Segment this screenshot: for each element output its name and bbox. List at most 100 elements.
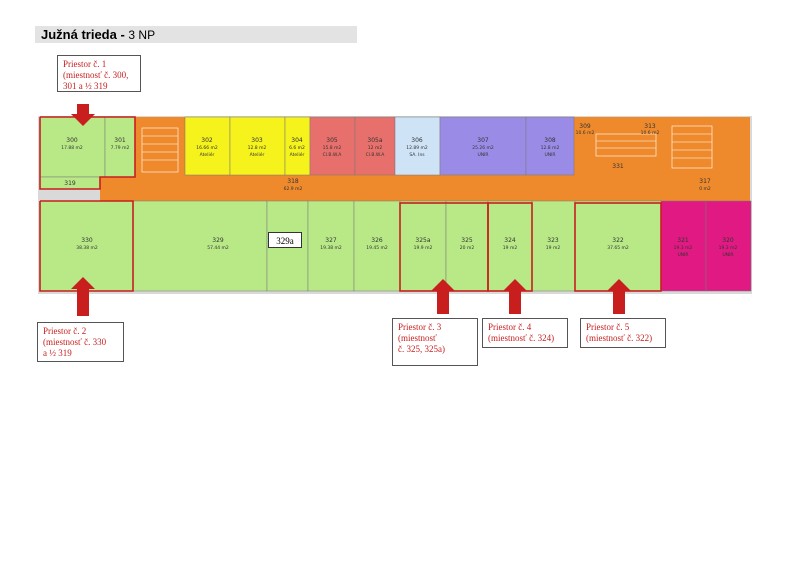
room-330-num: 330 [81, 237, 93, 244]
room-318-num: 318 [287, 178, 299, 185]
room-307-area: 25.26 m2 [472, 145, 494, 151]
label-priestor-4: Priestor č. 4 (miestnosť č. 324) [482, 318, 568, 348]
room-324-num: 324 [504, 237, 516, 244]
room-302 [184, 116, 231, 176]
room-325-area: 20 m2 [460, 245, 475, 251]
room-330-area: 38.38 m2 [76, 245, 98, 251]
stair-hall-right [574, 117, 750, 177]
room-300-area: 17.88 m2 [61, 145, 83, 151]
room-326-area: 19.45 m2 [366, 245, 388, 251]
room-327-area: 19.38 m2 [320, 245, 342, 251]
room-301 [104, 116, 136, 178]
room-308 [525, 116, 575, 176]
label-priestor-2-line1: Priestor č. 2 [43, 326, 87, 336]
label-priestor-5: Priestor č. 5 (miestnosť č. 322) [580, 318, 666, 348]
title-text: Južná trieda - [41, 27, 125, 42]
label-priestor-1: Priestor č. 1 (miestnosť č. 300, 301 a ½… [57, 55, 141, 92]
room-329-num: 329 [212, 237, 224, 244]
label-priestor-1-line2: (miestnosť č. 300, [63, 70, 129, 80]
room-323 [531, 200, 576, 292]
label-priestor-3-line1: Priestor č. 3 [398, 322, 442, 332]
room-303-num: 303 [251, 137, 263, 144]
room-305-num: 305 [326, 137, 338, 144]
stairs-left [141, 127, 179, 173]
room-324 [487, 200, 533, 292]
title-bar: Južná trieda - 3 NP [35, 26, 357, 43]
room-329 [132, 200, 268, 292]
room-325-num: 325 [461, 237, 473, 244]
room-321-area: 19.3 m2 [674, 245, 693, 251]
room-labels: 300 17.88 m2 301 7.79 m2 319 302 16.66 m… [61, 123, 737, 258]
room-317-area: 0 m2 [699, 186, 711, 192]
room-302-num: 302 [201, 137, 213, 144]
label-priestor-2-line2: (miestnosť č. 330 [43, 337, 107, 347]
room-309-num: 309 [579, 123, 591, 130]
room-320-use: UNIR [722, 252, 733, 258]
room-300 [39, 116, 106, 178]
label-priestor-4-line1: Priestor č. 4 [488, 322, 532, 332]
room-324-area: 19 m2 [503, 245, 518, 251]
room-323-area: 19 m2 [546, 245, 561, 251]
room-323-num: 323 [547, 237, 559, 244]
arrows [71, 104, 631, 316]
room-320-area: 19.3 m2 [719, 245, 738, 251]
room-320-num: 320 [722, 237, 734, 244]
label-priestor-5-line2: (miestnosť č. 322) [586, 333, 653, 343]
room-303-area: 12.8 m2 [248, 145, 267, 151]
room-304-use: Ateliér [290, 151, 305, 158]
room-307 [439, 116, 527, 176]
room-325a-area: 19.9 m2 [414, 245, 433, 251]
room-319-num: 319 [64, 180, 76, 187]
room-306-use: SA. Ins [409, 152, 425, 158]
room-302-use: Ateliér [200, 151, 215, 158]
room-326 [353, 200, 401, 292]
room-309-area: 10.6 m2 [576, 130, 595, 136]
room-306-area: 12.89 m2 [406, 145, 428, 151]
room-318-area: 62.9 m2 [284, 186, 303, 192]
room-322-area: 37.65 m2 [607, 245, 629, 251]
room-301-area: 7.79 m2 [111, 145, 130, 151]
room-326-num: 326 [371, 237, 383, 244]
label-priestor-1-line3: 301 a ½ 319 [63, 81, 108, 91]
stairs-right [595, 125, 713, 169]
label-priestor-2-line3: a ½ 319 [43, 348, 72, 358]
label-priestor-5-line1: Priestor č. 5 [586, 322, 630, 332]
room-313-area: 10.6 m2 [641, 130, 660, 136]
room-301-num: 301 [114, 137, 126, 144]
room-308-area: 12.8 m2 [541, 145, 560, 151]
room-306-num: 306 [411, 137, 423, 144]
room-305a-num: 305a [367, 137, 382, 144]
room-325a-num: 325a [415, 237, 430, 244]
room-304-num: 304 [291, 137, 303, 144]
room-321-use: UNIR [677, 252, 688, 258]
label-priestor-3-line3: č. 325, 325a) [398, 344, 445, 354]
room-302-area: 16.66 m2 [196, 145, 218, 151]
room-308-num: 308 [544, 137, 556, 144]
room-303-use: Ateliér [250, 151, 265, 158]
room-322-num: 322 [612, 237, 624, 244]
room-317-num: 317 [699, 178, 711, 185]
room-329a-callout: 329a [268, 232, 302, 248]
room-320 [705, 200, 752, 292]
label-priestor-3: Priestor č. 3 (miestnosť č. 325, 325a) [392, 318, 478, 366]
floor-label: 3 NP [128, 28, 156, 42]
room-305-use: Cl.B.W.A [323, 152, 343, 158]
room-305a-area: 12 m2 [368, 145, 383, 151]
room-300-num: 300 [66, 137, 78, 144]
room-325 [445, 200, 489, 292]
room-327 [307, 200, 355, 292]
room-329-area: 57.44 m2 [207, 245, 229, 251]
room-305 [309, 116, 356, 176]
room-307-use: UNIR [477, 152, 488, 158]
label-priestor-4-line2: (miestnosť č. 324) [488, 333, 555, 343]
room-330 [39, 200, 134, 292]
corridor-318 [100, 175, 750, 201]
room-331-num: 331 [612, 163, 624, 170]
room-308-use: UNIR [544, 152, 555, 158]
room-307-num: 307 [477, 137, 489, 144]
room-327-num: 327 [325, 237, 337, 244]
room-304-area: 6.6 m2 [289, 145, 305, 151]
room-313-num: 313 [644, 123, 656, 130]
page-title: Južná trieda - 3 NP [41, 27, 155, 42]
